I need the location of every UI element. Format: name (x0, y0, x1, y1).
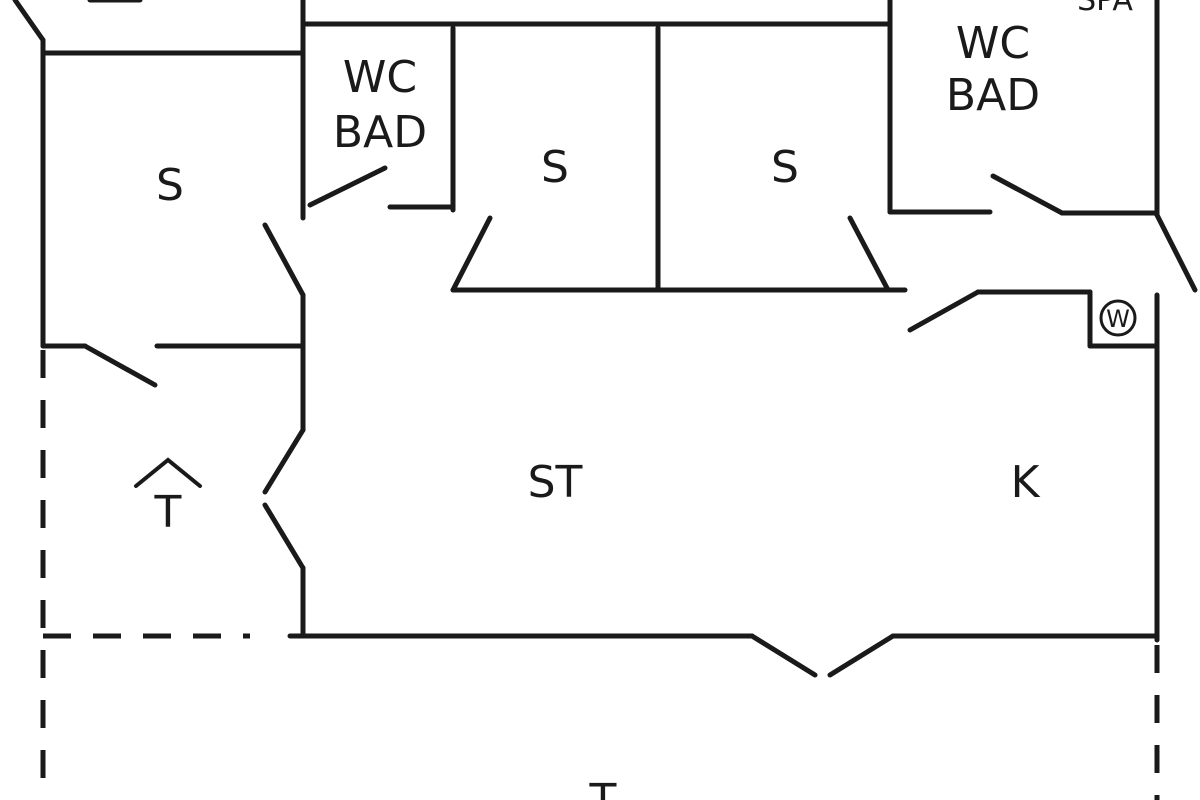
room-label-kitchen: K (1011, 457, 1041, 508)
room-label-spa: SPA (1077, 0, 1133, 18)
room-label-bedroom-2: S (541, 142, 569, 193)
svg-text:T: T (154, 487, 182, 538)
walls (12, 0, 1198, 800)
room-label-bedroom-3: S (771, 142, 799, 193)
room-label-living: ST (528, 457, 583, 508)
room-label-bedroom-1: S (156, 160, 184, 211)
room-label-bath-2-wc: WC (956, 18, 1030, 69)
room-label-bath-2-bad: BAD (946, 70, 1040, 121)
room-label-terrace: T (589, 775, 617, 800)
svg-text:W: W (1106, 305, 1130, 333)
entrance-symbol: T (134, 457, 202, 538)
room-label-bath-1-wc: WC (343, 52, 417, 103)
room-label-bath-1-bad: BAD (333, 107, 427, 158)
washer-symbol: W (1099, 299, 1137, 337)
